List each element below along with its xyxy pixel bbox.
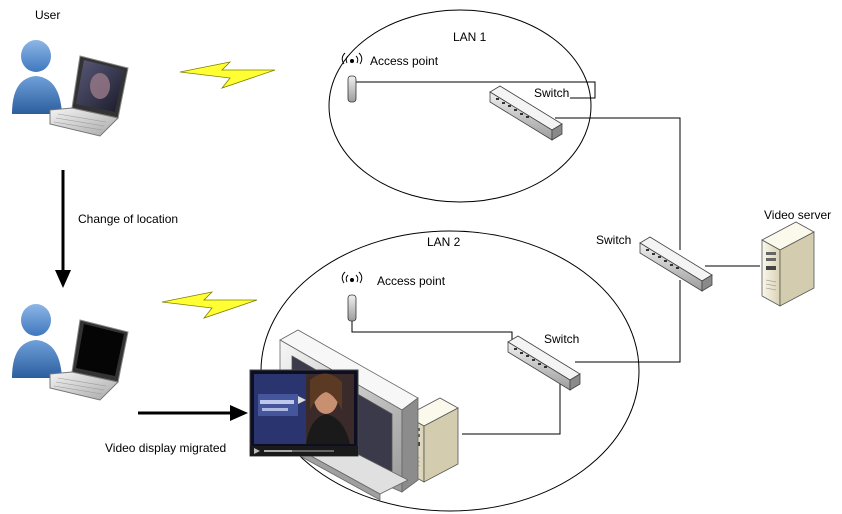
lan1-boundary xyxy=(328,9,592,203)
lan2-label: LAN 2 xyxy=(427,235,461,249)
switch-lan2-label: Switch xyxy=(544,332,579,346)
link-ap2-switch2 xyxy=(351,298,513,345)
link-switch2-localserver xyxy=(462,378,561,435)
tower-server-icon xyxy=(761,221,815,307)
video-frame xyxy=(249,369,359,457)
video-server-label: Video server xyxy=(764,208,831,222)
antenna-icon xyxy=(341,271,363,322)
user-label: User xyxy=(35,8,60,22)
user-with-laptop-icon xyxy=(12,304,129,401)
antenna-icon xyxy=(341,52,363,103)
change-of-location-label: Change of location xyxy=(78,212,178,226)
lightning-bolt-icon xyxy=(161,291,258,319)
network-switch-icon xyxy=(489,85,563,141)
user-with-laptop-icon xyxy=(12,40,129,137)
network-switch-icon xyxy=(507,335,581,391)
lightning-bolt-icon xyxy=(179,61,276,89)
link-core-switch2 xyxy=(575,280,681,363)
video-display-migrated-label: Video display migrated xyxy=(105,441,226,455)
access-point-2-label: Access point xyxy=(377,274,446,288)
lan1-label: LAN 1 xyxy=(453,30,487,44)
video-migrate-arrow xyxy=(138,405,248,421)
link-ap1-switch1 xyxy=(352,81,596,99)
access-point-1-label: Access point xyxy=(370,54,439,68)
change-of-location-arrow xyxy=(55,170,71,288)
switch-core-label: Switch xyxy=(596,233,631,247)
network-switch-icon xyxy=(639,236,713,292)
switch-lan1-label: Switch xyxy=(534,86,569,100)
link-switch1-core xyxy=(555,117,681,250)
